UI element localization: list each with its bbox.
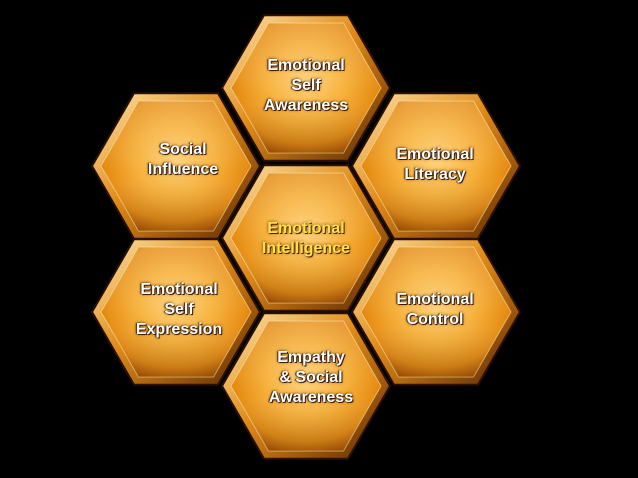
hex-shade	[231, 173, 381, 303]
hex-cell-emotional-literacy	[350, 92, 522, 240]
hex-shade	[361, 101, 511, 231]
hex-shade	[361, 247, 511, 377]
label-emotional-literacy: Emotional Literacy	[380, 145, 490, 185]
hex-cell-social-influence	[90, 92, 262, 240]
label-line: Social	[159, 141, 207, 158]
label-line: Self	[164, 301, 194, 318]
hex-cell-emotional-intelligence	[220, 164, 392, 312]
label-line: Influence	[147, 161, 219, 178]
label-emotional-self-awareness: Emotional Self Awareness	[251, 56, 361, 116]
hex-cell-emotional-control	[350, 238, 522, 386]
label-empathy-social-awareness: Empathy & Social Awareness	[256, 348, 366, 408]
label-emotional-control: Emotional Control	[380, 290, 490, 330]
label-line: Emotional	[140, 281, 218, 298]
hex-cell-emotional-self-expression	[90, 238, 262, 386]
hex-shade	[231, 23, 381, 153]
label-line: Intelligence	[261, 240, 351, 257]
label-line: Expression	[135, 321, 223, 338]
label-social-influence: Social Influence	[128, 140, 238, 180]
label-emotional-intelligence: Emotional Intelligence	[251, 219, 361, 259]
label-line: Empathy	[277, 349, 345, 366]
hex-cell-emotional-self-awareness	[220, 14, 392, 162]
label-line: Emotional	[396, 291, 474, 308]
hex-cell-empathy-social-awareness	[220, 312, 392, 460]
hex-shade	[231, 321, 381, 451]
label-emotional-self-expression: Emotional Self Expression	[124, 280, 234, 340]
label-line: Emotional	[267, 220, 345, 237]
label-line: Literacy	[404, 166, 466, 183]
label-line: Emotional	[267, 57, 345, 74]
label-line: Awareness	[263, 97, 349, 114]
label-line: & Social	[279, 369, 343, 386]
label-line: Emotional	[396, 146, 474, 163]
label-line: Self	[291, 77, 321, 94]
hex-shade	[101, 101, 251, 231]
label-line: Awareness	[268, 389, 354, 406]
label-line: Control	[406, 311, 464, 328]
hex-shade	[101, 247, 251, 377]
